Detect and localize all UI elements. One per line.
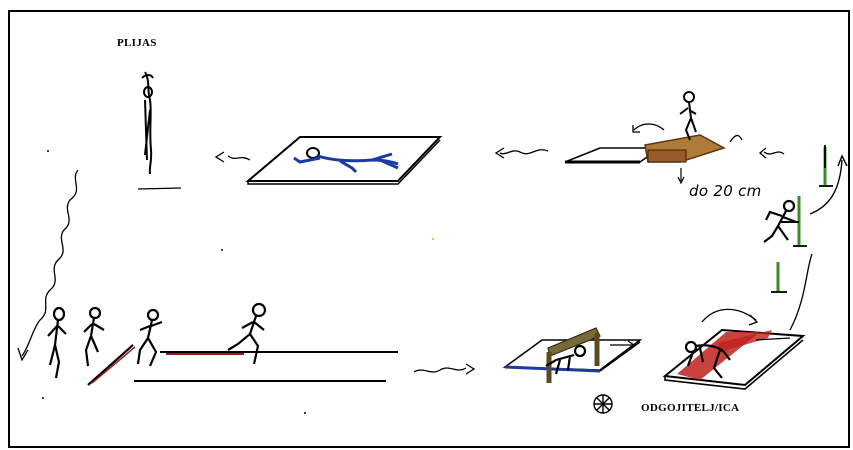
arrow-left-red (755, 337, 791, 341)
hurdle-pole-low (771, 262, 787, 293)
arrow-left-squiggle-2 (499, 149, 549, 155)
figure-diving-icon (141, 71, 154, 175)
arrow-curve-up (729, 134, 743, 143)
mat-lying (245, 136, 443, 185)
teacher-label: ODGOJITELJ/ICA (641, 402, 740, 414)
arrow-right-squiggle (413, 367, 467, 373)
hurdle-pole-top (819, 145, 833, 187)
figure-running-icon (47, 306, 67, 379)
arrow-left-squiggle (227, 155, 251, 161)
water-line (137, 187, 182, 190)
teacher-symbol-icon (593, 394, 613, 414)
figure-rolling-icon (684, 340, 731, 379)
start-line (87, 344, 134, 386)
title-plijas: PLIJAS (117, 37, 157, 49)
arrow-curve-down (789, 253, 813, 331)
figure-standing-icon (679, 91, 697, 141)
tunnel-frame (546, 327, 601, 383)
box-platform (564, 134, 726, 185)
figure-jumping-icon (763, 199, 797, 243)
figure-crawling-icon (545, 344, 587, 375)
arrow-wavy-down (21, 169, 79, 357)
figure-lying-icon (293, 147, 399, 174)
arrow-left-squiggle-3 (763, 151, 785, 155)
arrow-curve-up-right (809, 159, 843, 215)
figure-running-3-icon (136, 308, 163, 367)
frame-border (8, 10, 850, 448)
figure-running-4-icon (227, 302, 267, 365)
figure-running-2-icon (83, 306, 105, 367)
height-note: do 20 cm (689, 182, 762, 200)
arrow-curve-left (633, 123, 665, 131)
arrow-arc-roll (701, 308, 757, 323)
